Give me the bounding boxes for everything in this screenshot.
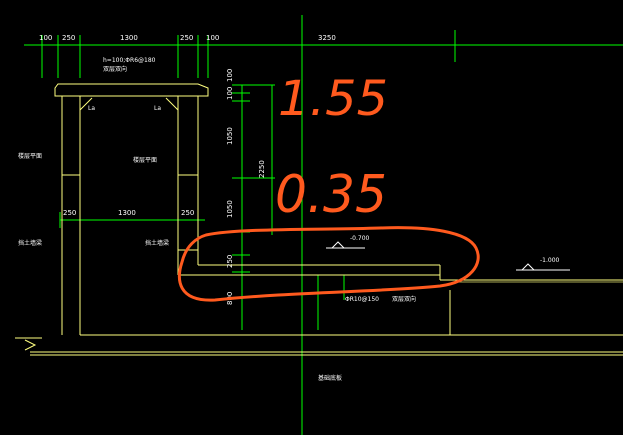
wall-label-mid: 挡土墙梁 — [145, 239, 169, 247]
dim-vert-2: 100 — [226, 87, 234, 100]
dim-top-5: 100 — [206, 34, 219, 42]
floor-label-mid: 楼层平面 — [133, 156, 157, 164]
elevation-right: -1.000 — [540, 257, 560, 264]
floor-label-left: 楼层平面 — [18, 152, 42, 160]
dim-top-4: 250 — [180, 34, 193, 42]
dim-top-3: 1300 — [120, 34, 138, 42]
dim-vert-1: 100 — [226, 69, 234, 82]
annotation-line-1: 1.55 — [278, 71, 388, 127]
dim-vert-4: 2250 — [258, 160, 266, 178]
handwritten-annotation: 1.55 0.35 — [177, 71, 480, 302]
la-left: La — [88, 105, 95, 112]
dim-mid-1: 250 — [63, 209, 76, 217]
dim-top-2: 250 — [62, 34, 75, 42]
dim-vert-3: 1050 — [226, 127, 234, 145]
wall-label-left: 挡土墙梁 — [18, 239, 42, 247]
slab-note: h=100;ΦR6@180 — [103, 57, 156, 64]
level-marker-left — [326, 241, 365, 249]
floor-slab-note: ΦR10@150 — [345, 296, 379, 303]
structure-lines — [15, 83, 623, 356]
foundation-label: 基础底板 — [318, 374, 342, 382]
dim-mid-3: 250 — [181, 209, 194, 217]
ellipse-markup — [177, 226, 480, 302]
dim-mid-2: 1300 — [118, 209, 136, 217]
dim-top-6: 3250 — [318, 34, 336, 42]
level-marker-right — [516, 263, 570, 271]
floor-slab-note-2: 双层双向 — [392, 295, 416, 303]
dim-vert-6: 250 — [226, 255, 234, 268]
la-right: La — [154, 105, 161, 112]
annotation-line-2: 0.35 — [275, 165, 387, 225]
elevation-left: -0.700 — [350, 235, 370, 242]
dim-top-1: 100 — [39, 34, 52, 42]
dim-vert-5: 1050 — [226, 200, 234, 218]
slab-note-2: 双层双向 — [103, 65, 127, 73]
